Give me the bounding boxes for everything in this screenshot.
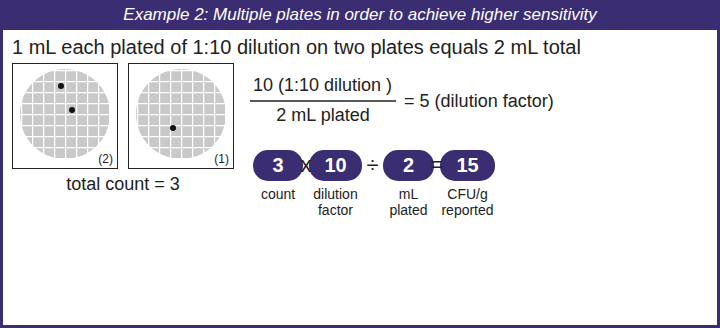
header-bar bbox=[0, 0, 720, 30]
colony-dot bbox=[58, 83, 64, 89]
operator: x bbox=[301, 152, 312, 177]
fraction-result: = 5 (dilution factor) bbox=[404, 91, 554, 112]
value-number: 3 bbox=[253, 154, 303, 177]
count-pill: 3count bbox=[253, 150, 303, 181]
result-pill: 15CFU/g reported bbox=[440, 150, 495, 181]
intro-sentence: 1 mL each plated of 1:10 dilution on two… bbox=[12, 36, 581, 59]
plate-number: (1) bbox=[214, 152, 229, 166]
colony-dot bbox=[69, 107, 75, 113]
fraction-bar bbox=[250, 100, 396, 102]
operator: ÷ bbox=[366, 152, 378, 177]
value-caption: CFU/g reported bbox=[441, 186, 493, 218]
value-caption: dilution factor bbox=[313, 186, 357, 218]
plate-number: (2) bbox=[98, 152, 113, 166]
value-caption: mL plated bbox=[389, 186, 427, 218]
volume-pill: 2mL plated bbox=[383, 150, 434, 181]
header-title: Example 2: Multiple plates in order to a… bbox=[0, 0, 720, 30]
value-caption: count bbox=[261, 186, 295, 202]
plate: (2) bbox=[12, 63, 118, 169]
operator: = bbox=[431, 152, 444, 177]
value-number: 2 bbox=[383, 154, 434, 177]
value-number: 15 bbox=[440, 154, 495, 177]
total-count: total count = 3 bbox=[66, 174, 180, 195]
plate: (1) bbox=[128, 63, 234, 169]
petri-film bbox=[136, 69, 226, 159]
value-number: 10 bbox=[309, 154, 362, 177]
fraction-numerator: 10 (1:10 dilution ) bbox=[253, 75, 392, 96]
colony-dot bbox=[170, 125, 176, 131]
factor-pill: 10dilution factor bbox=[309, 150, 362, 181]
fraction-denominator: 2 mL plated bbox=[276, 105, 369, 126]
petri-film bbox=[20, 69, 110, 159]
